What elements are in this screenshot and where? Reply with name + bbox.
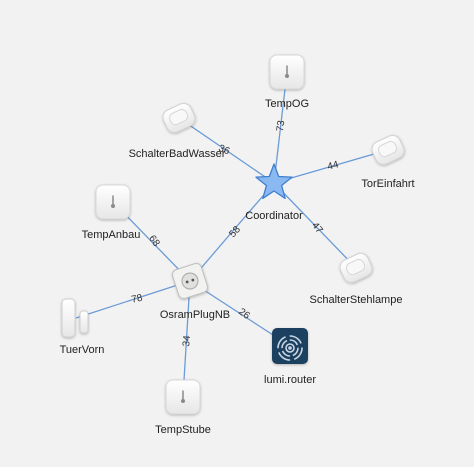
temperature-sensor-icon	[95, 184, 131, 220]
wireless-switch-icon	[339, 252, 373, 284]
node-label: TempOG	[265, 98, 309, 110]
router-icon	[272, 328, 308, 364]
node-schalterbadwasser[interactable]: SchalterBadWasser	[129, 101, 226, 160]
link-quality-label: 36	[217, 143, 232, 158]
link-quality-label: 34	[181, 335, 193, 347]
node-tempog[interactable]: TempOG	[265, 54, 309, 110]
node-tempstube[interactable]: TempStube	[155, 379, 211, 436]
coordinator-star-icon	[255, 163, 293, 200]
node-label: TuerVorn	[60, 344, 105, 356]
wireless-switch-icon	[371, 134, 405, 166]
nodes-layer: Coordinator TempOG SchalterBadWasserTorEin…	[60, 54, 415, 436]
link-line	[273, 182, 357, 269]
node-label: lumi.router	[264, 374, 316, 386]
door-sensor-icon	[61, 298, 89, 338]
link-quality-label: 78	[130, 293, 144, 306]
node-label: OsramPlugNB	[160, 309, 230, 321]
node-lumirouter[interactable]: lumi.router	[264, 328, 316, 386]
link-line	[75, 280, 191, 319]
link-quality-label: 44	[326, 159, 340, 172]
link-line	[178, 117, 275, 184]
link-quality-label: 58	[227, 224, 243, 240]
node-label: TempStube	[155, 424, 211, 436]
node-schalterstehlampe[interactable]: SchalterStehlampe	[310, 251, 403, 306]
node-tempanbau[interactable]: TempAnbau	[82, 184, 141, 241]
temperature-sensor-icon	[269, 54, 305, 90]
link-line	[273, 149, 389, 184]
wireless-switch-icon	[162, 102, 196, 134]
node-tuervorn[interactable]: TuerVorn	[60, 298, 105, 356]
node-label: SchalterStehlampe	[310, 294, 403, 306]
link-line	[182, 280, 191, 398]
node-toreinfahrt[interactable]: TorEinfahrt	[361, 133, 415, 190]
node-label: TempAnbau	[82, 229, 141, 241]
temperature-sensor-icon	[165, 379, 201, 415]
node-osramplugnb[interactable]: OsramPlugNB	[160, 262, 230, 321]
link-line	[189, 182, 275, 282]
link-line	[273, 71, 288, 184]
node-label: SchalterBadWasser	[129, 148, 226, 160]
smart-plug-icon	[171, 262, 209, 300]
node-coordinator[interactable]: Coordinator	[245, 163, 303, 222]
node-label: Coordinator	[245, 210, 303, 222]
link-quality-label: 68	[146, 233, 162, 249]
link-quality-label: 73	[275, 119, 288, 132]
node-label: TorEinfahrt	[361, 178, 414, 190]
